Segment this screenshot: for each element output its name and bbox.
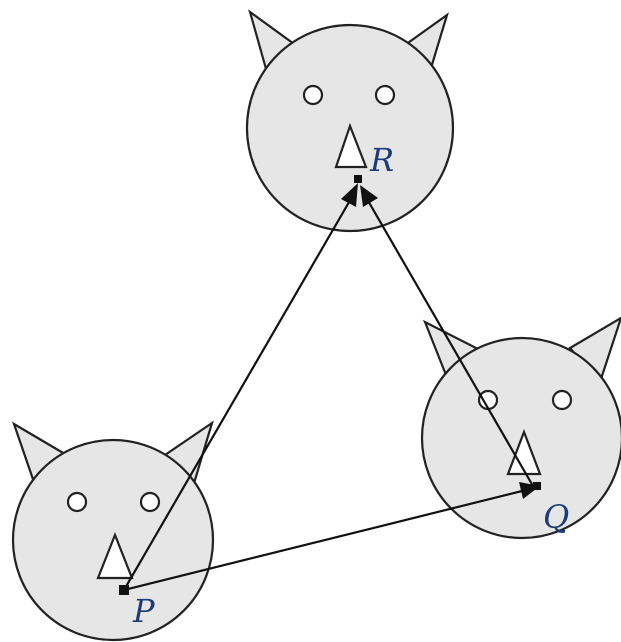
cat-p-right-eye xyxy=(139,491,161,513)
cat-r-left-eye xyxy=(302,84,324,106)
cat-r xyxy=(245,9,455,233)
label-r: R xyxy=(369,141,394,179)
cat-r-right-eye xyxy=(374,84,396,106)
label-q: Q xyxy=(543,498,569,536)
label-p: P xyxy=(132,592,155,630)
arrow-q-to-r xyxy=(360,185,534,487)
point-p-marker xyxy=(119,585,129,595)
arrow-p-to-q-shaft xyxy=(123,489,523,592)
cat-p-left-eye xyxy=(66,491,88,513)
cat-q-right-eye xyxy=(551,389,573,411)
arrow-p-to-r-head xyxy=(341,183,358,207)
cat-q xyxy=(420,316,621,540)
cat-p xyxy=(11,420,215,642)
arrow-q-to-r-shaft xyxy=(366,198,534,487)
point-r-marker xyxy=(354,175,362,183)
arrow-p-to-r-shaft xyxy=(123,196,353,591)
point-q-marker xyxy=(533,482,541,490)
arrow-q-to-r-head xyxy=(360,185,378,207)
cat-q-nose xyxy=(506,428,542,476)
arrow-p-to-r xyxy=(123,183,358,591)
cat-p-nose xyxy=(96,532,134,580)
cat-r-nose xyxy=(334,122,368,169)
